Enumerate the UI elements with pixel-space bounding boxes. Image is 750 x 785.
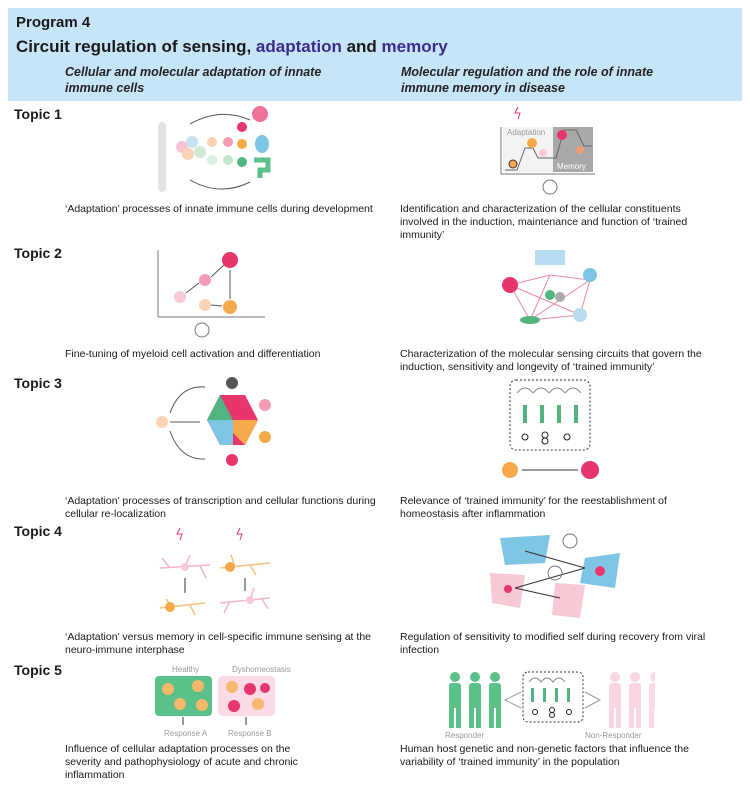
program-header: Program 4 Circuit regulation of sensing,… xyxy=(8,8,742,101)
title-text: Circuit regulation of sensing, xyxy=(16,37,256,56)
program-title: Circuit regulation of sensing, adaptatio… xyxy=(16,37,448,57)
response-b-label: Response B xyxy=(228,729,272,738)
topic-3-left-caption: ‘Adaptation’ processes of transcription … xyxy=(65,495,376,520)
responder-nonresponder: Responder Non-Responder xyxy=(445,671,655,740)
modified-self-sensitivity xyxy=(490,533,620,618)
adaptation-memory-graph: Adaptation Memory xyxy=(500,106,595,195)
relocalization-hexagon xyxy=(156,377,271,466)
title-accent-adaptation: adaptation xyxy=(255,37,342,56)
homeostasis-illustration xyxy=(502,379,599,479)
right-column-subtitle: Molecular regulation and the role of inn… xyxy=(401,65,654,95)
healthy-label: Healthy xyxy=(172,665,199,674)
response-a-label: Response A xyxy=(164,729,208,738)
topic-3-label: Topic 3 xyxy=(14,375,62,391)
title-text: and xyxy=(341,37,382,56)
topic-2-right-caption: Characterization of the molecular sensin… xyxy=(400,348,702,373)
adaptation-label: Adaptation xyxy=(507,128,545,137)
healthy-vs-dyshomeostasis: Healthy Dyshomeostasis Response A Respon… xyxy=(155,665,291,738)
dyshomeostasis-label: Dyshomeostasis xyxy=(232,665,291,674)
left-column-subtitle: Cellular and molecular adaptation of inn… xyxy=(65,65,322,95)
topic-1-left-caption: ‘Adaptation’ processes of innate immune … xyxy=(65,203,373,215)
responder-label: Responder xyxy=(445,731,484,740)
neuro-immune-illustration xyxy=(159,527,271,616)
program-label: Program 4 xyxy=(16,14,91,31)
topic-3-right-caption: Relevance of ‘trained immunity’ for the … xyxy=(400,495,667,520)
topic-4-label: Topic 4 xyxy=(14,523,62,539)
topic-4-right-caption: Regulation of sensitivity to modified se… xyxy=(400,631,706,656)
topic-5-right-caption: Human host genetic and non-genetic facto… xyxy=(400,743,689,768)
topic-2-left-caption: Fine-tuning of myeloid cell activation a… xyxy=(65,348,321,360)
topic-4-left-caption: ‘Adaptation’ versus memory in cell-speci… xyxy=(65,631,371,656)
non-responder-label: Non-Responder xyxy=(585,731,642,740)
activation-differentiation-graph xyxy=(157,250,265,338)
topic-5-label: Topic 5 xyxy=(14,662,62,678)
title-accent-memory: memory xyxy=(381,37,448,56)
topic-2-label: Topic 2 xyxy=(14,245,62,261)
clock-icon xyxy=(194,322,210,338)
topic-1-label: Topic 1 xyxy=(14,106,62,122)
memory-label: Memory xyxy=(557,162,586,171)
sensing-circuits-network xyxy=(502,250,597,324)
development-illustration xyxy=(158,106,271,192)
topic-5-left-caption: Influence of cellular adaptation process… xyxy=(65,743,298,781)
clock-icon xyxy=(542,179,558,195)
topic-1-right-caption: Identification and characterization of t… xyxy=(400,203,688,241)
